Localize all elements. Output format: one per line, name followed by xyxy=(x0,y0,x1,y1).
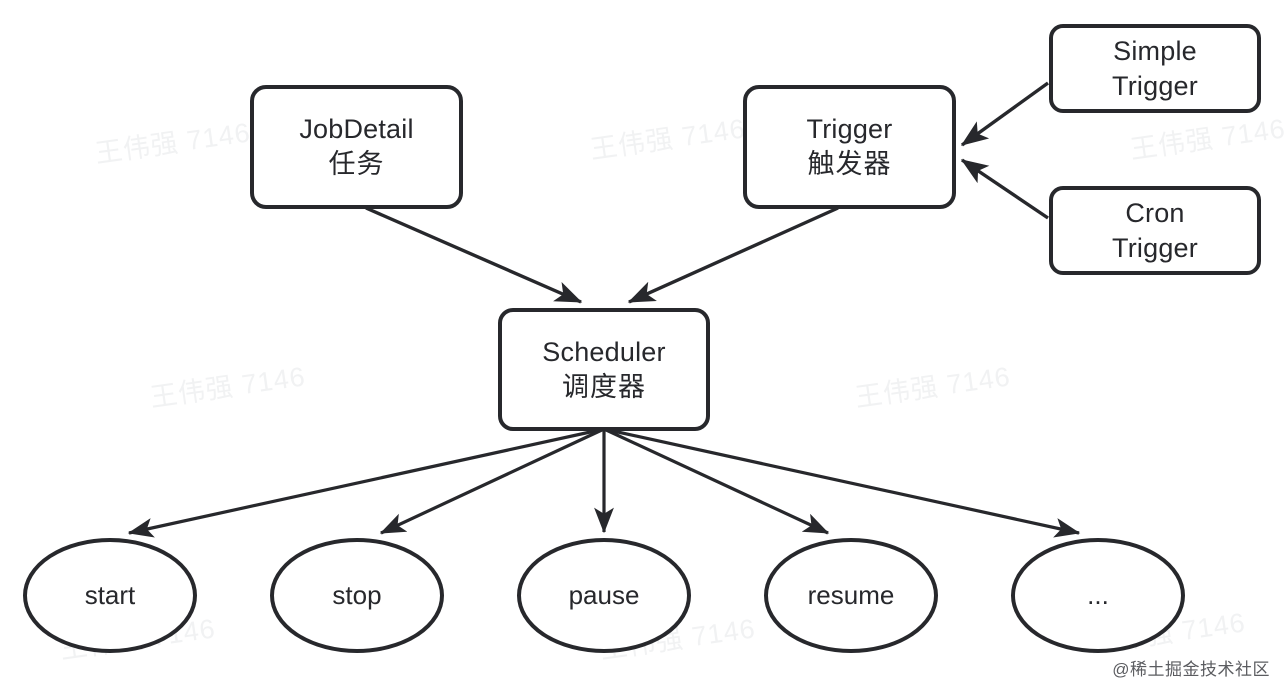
edge-scheduler-to-stop xyxy=(379,427,605,535)
node-shape-simple-trigger[interactable] xyxy=(1049,24,1261,113)
node-shape-start[interactable] xyxy=(23,538,197,653)
shapes-layer xyxy=(23,24,1261,653)
edge-job-detail-to-scheduler xyxy=(365,206,583,304)
edge-scheduler-to-resume xyxy=(603,427,830,535)
edges-layer xyxy=(127,81,1081,538)
edge-trigger-to-scheduler xyxy=(627,206,839,304)
edge-scheduler-to-start xyxy=(127,427,605,538)
node-shape-cron-trigger[interactable] xyxy=(1049,186,1261,275)
node-shape-more[interactable] xyxy=(1011,538,1185,653)
node-shape-resume[interactable] xyxy=(764,538,938,653)
node-shape-job-detail[interactable] xyxy=(250,85,463,209)
node-shape-trigger[interactable] xyxy=(743,85,956,209)
node-shape-stop[interactable] xyxy=(270,538,444,653)
edge-scheduler-to-more xyxy=(603,427,1081,538)
edge-cron-trigger-to-trigger xyxy=(960,158,1049,220)
edge-simple-trigger-to-trigger xyxy=(960,81,1049,147)
node-shape-scheduler[interactable] xyxy=(498,308,710,431)
source-credit: @稀土掘金技术社区 xyxy=(1112,660,1270,679)
node-shape-pause[interactable] xyxy=(517,538,691,653)
